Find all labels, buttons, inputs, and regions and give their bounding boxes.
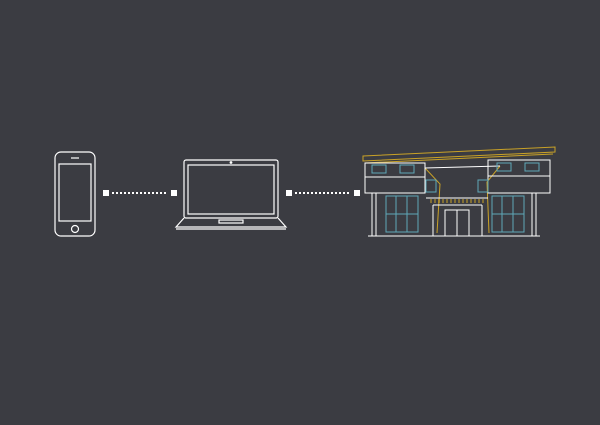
connector-phone-laptop bbox=[103, 190, 177, 196]
windows bbox=[371, 162, 540, 233]
ground-floor bbox=[368, 193, 540, 237]
laptop-icon bbox=[174, 159, 288, 230]
roof bbox=[362, 146, 556, 234]
building-icon bbox=[362, 146, 556, 237]
connector-laptop-building bbox=[286, 190, 360, 196]
smartphone-icon bbox=[54, 151, 96, 237]
upper-floor bbox=[364, 159, 551, 194]
facade-trim bbox=[430, 199, 484, 203]
